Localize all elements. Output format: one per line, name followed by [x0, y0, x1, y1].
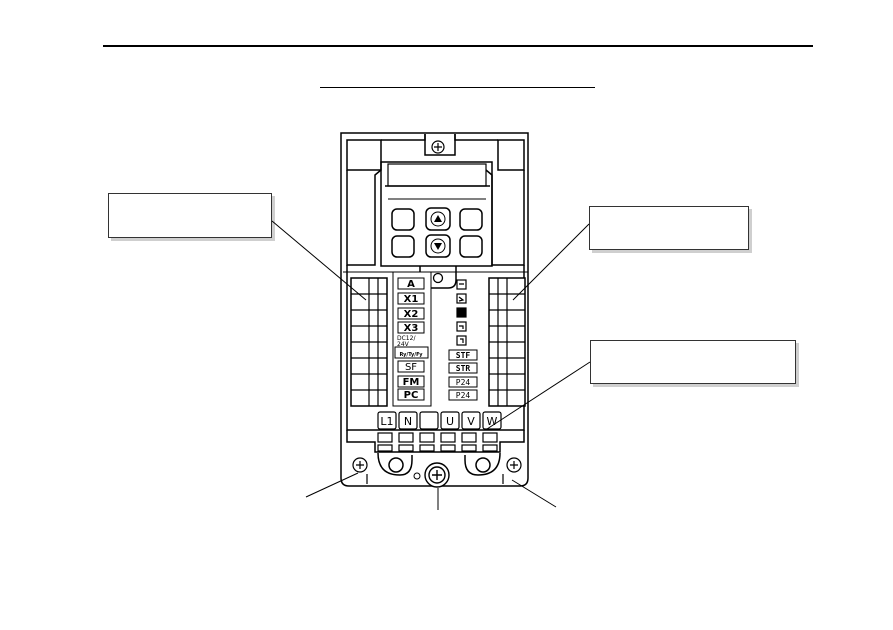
- top-rule: [103, 45, 813, 47]
- terminal-label-x1: X1: [404, 294, 419, 305]
- housing-outline: [340, 132, 529, 487]
- terminal-label-a: A: [407, 279, 415, 290]
- left-terminal-strip: [350, 277, 388, 407]
- terminal-label-pc: PC: [404, 390, 419, 401]
- ground-screw-icon: [424, 462, 450, 488]
- terminal-label-p24-2: P24: [456, 391, 471, 400]
- caption-underline: [320, 87, 595, 88]
- indicator-hole: [432, 272, 444, 284]
- svg-text:24V: 24V: [397, 341, 410, 348]
- right-terminal-icons: [456, 279, 467, 346]
- leader-lines: [271, 220, 591, 510]
- screw-icon: [431, 140, 445, 154]
- callout-box-left: [108, 193, 272, 238]
- power-label-l1: L1: [380, 415, 393, 428]
- callout-box-right-top: [589, 206, 749, 250]
- keypad-housing: [380, 161, 493, 267]
- callout-box-right-mid: [590, 340, 796, 384]
- leader-right-mid: [486, 361, 591, 430]
- keypad-button-bottom-left: [391, 235, 415, 258]
- leader-left: [271, 220, 367, 301]
- keypad-button-top-right: [459, 208, 483, 231]
- terminal-label-sf: SF: [405, 362, 417, 373]
- terminal-label-p24-1: P24: [456, 378, 471, 387]
- leader-bottom-right: [511, 479, 557, 508]
- terminal-label-x2: X2: [404, 309, 419, 320]
- terminal-label-ry: Ry/Ty/Fy: [399, 352, 423, 358]
- keypad-button-bottom-right: [459, 235, 483, 258]
- right-terminal-labels: STF STR P24 P24: [448, 349, 478, 401]
- keypad-button-top-left: [391, 208, 415, 231]
- terminal-label-dc: DC12/: [397, 335, 416, 342]
- left-terminal-labels: A X1 X2 X3 DC12/ 24V Ry/Ty/Fy SF FM PC: [394, 277, 429, 401]
- screw-icon: [506, 457, 522, 473]
- leader-bottom-left: [305, 472, 359, 498]
- power-terminal-labels: L1 N U V W: [380, 415, 497, 428]
- power-label-n: N: [404, 415, 412, 428]
- screw-terminal-row: [377, 432, 498, 452]
- terminal-label-fm: FM: [403, 377, 420, 388]
- terminal-label-stf: STF: [456, 351, 471, 360]
- terminal-label-str: STR: [456, 364, 471, 373]
- screw-icon: [352, 457, 368, 473]
- right-terminal-strip: [488, 277, 526, 407]
- leader-right-top: [512, 223, 590, 301]
- power-label-u: U: [446, 415, 454, 428]
- power-label-w: W: [487, 415, 498, 428]
- terminal-label-x3: X3: [404, 323, 419, 334]
- power-terminal-row: [377, 411, 502, 430]
- power-label-v: V: [467, 415, 475, 428]
